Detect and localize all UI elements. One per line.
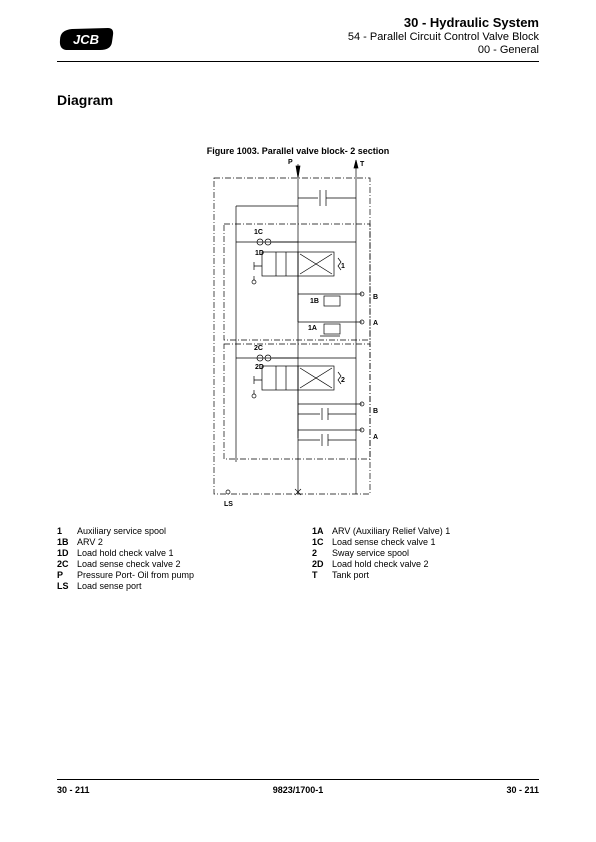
label-ls: LS — [224, 501, 233, 508]
page-heading: Diagram — [57, 92, 114, 108]
spool-2-right — [297, 365, 335, 391]
label-1b: 1B — [310, 298, 319, 305]
check-valve-1c — [256, 238, 264, 246]
spool-1-left — [261, 251, 299, 277]
spool-1-spring — [337, 257, 342, 271]
header-rule — [57, 61, 539, 62]
port-a2 — [359, 427, 365, 433]
label-2d: 2D — [255, 364, 264, 371]
block-boundary — [213, 177, 371, 495]
subsection-title: 00 - General — [477, 44, 539, 56]
label-a1: A — [373, 320, 378, 327]
port-b1 — [359, 291, 365, 297]
check-valve-2c-2 — [264, 354, 272, 362]
check-valve-2c — [256, 354, 264, 362]
label-1c: 1C — [254, 229, 263, 236]
port-a1 — [359, 319, 365, 325]
logo-text: JCB — [73, 32, 99, 47]
page-number-left: 30 - 211 — [57, 785, 90, 795]
label-p: P — [288, 159, 293, 166]
chapter-title: 30 - Hydraulic System — [403, 15, 539, 30]
t-port-arrow — [353, 159, 359, 169]
label-2: 2 — [341, 377, 345, 384]
arv-1a — [323, 323, 341, 335]
spool-2-spring — [337, 371, 342, 385]
jcb-logo: JCB — [56, 26, 116, 52]
check-valve-1c-2 — [264, 238, 272, 246]
p-port-arrow — [295, 165, 301, 179]
label-1d: 1D — [255, 250, 264, 257]
page-number-right: 30 - 211 — [506, 785, 539, 795]
spool-1-right — [297, 251, 335, 277]
footer-rule — [57, 779, 539, 780]
label-1a: 1A — [308, 325, 317, 332]
document-number: 9823/1700-1 — [272, 785, 324, 795]
figure-caption: Figure 1003. Parallel valve block- 2 sec… — [206, 146, 390, 156]
header-titles: 30 - Hydraulic System 54 - Parallel Circ… — [348, 14, 539, 57]
section-1-boundary — [223, 223, 371, 341]
label-t: T — [360, 161, 365, 168]
label-b2: B — [373, 408, 378, 415]
arv-1b — [323, 295, 341, 307]
port-b2 — [359, 401, 365, 407]
ls-port — [225, 489, 231, 495]
label-2c: 2C — [254, 345, 263, 352]
spool-2-left — [261, 365, 299, 391]
hydraulic-diagram: P T 1C 1D 1 1B B 1A A 2C 2D 2 B A LS — [200, 154, 400, 514]
label-1: 1 — [341, 263, 345, 270]
label-a2: A — [373, 434, 378, 441]
section-2-boundary — [223, 343, 371, 460]
orifice-symbol — [294, 488, 302, 496]
label-b1: B — [373, 294, 378, 301]
section-title: 54 - Parallel Circuit Control Valve Bloc… — [347, 31, 539, 43]
